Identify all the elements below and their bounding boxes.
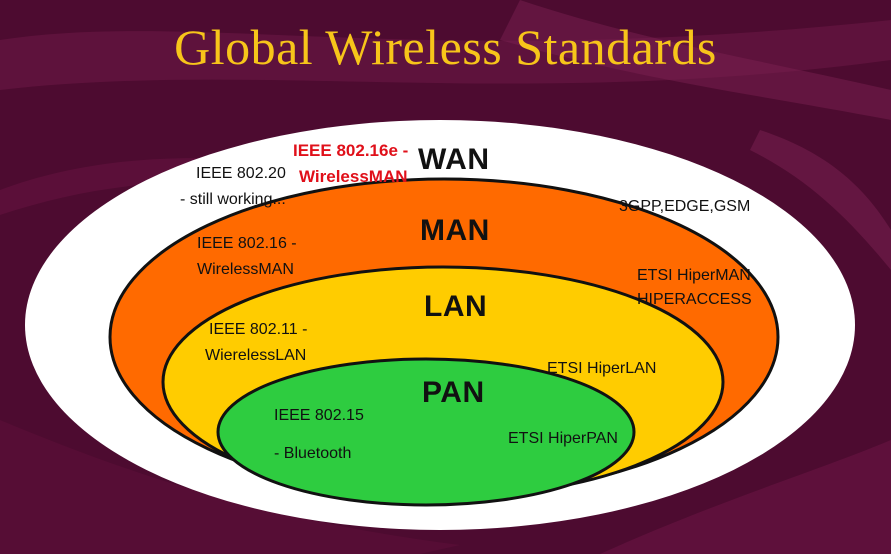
page-title: Global Wireless Standards	[174, 19, 717, 75]
ieee-80211-line1: IEEE 802.11 -	[209, 321, 308, 338]
ieee-80215-line2: - Bluetooth	[274, 445, 352, 462]
cellular-standards-label: 3GPP,EDGE,GSM	[619, 194, 750, 220]
wan-ring-name: WAN	[418, 143, 490, 176]
pan-ellipse	[216, 357, 636, 507]
ieee-80220-line2: - still working...	[180, 191, 286, 208]
etsi-lan-line1: ETSI HiperLAN	[547, 360, 657, 377]
man-ring-name: MAN	[420, 214, 490, 247]
etsi-lan-label: ETSI HiperLAN	[547, 356, 656, 382]
etsi-man-line1: ETSI HiperMAN	[637, 267, 751, 284]
ieee-80215-line1: IEEE 802.15	[274, 407, 364, 424]
etsi-man-label: ETSI HiperMAN HIPERACCESS	[637, 263, 752, 311]
ieee-80220-line1: IEEE 802.20	[196, 165, 286, 182]
ieee-80216e-line1: IEEE 802.16e -	[293, 141, 409, 160]
ieee-80216e-label: IEEE 802.16e - WirelessMAN	[293, 138, 408, 190]
ieee-80216-line2: WirelessMAN	[197, 261, 294, 278]
etsi-pan-line1: ETSI HiperPAN	[508, 430, 618, 447]
lan-ring-name: LAN	[424, 290, 488, 323]
ieee-80216-label: IEEE 802.16 - WirelessMAN	[197, 231, 297, 283]
ieee-80211-line2: WierelessLAN	[205, 347, 307, 364]
etsi-pan-label: ETSI HiperPAN	[508, 426, 618, 452]
pan-ring-name: PAN	[422, 376, 485, 409]
ieee-80215-label: IEEE 802.15 - Bluetooth	[274, 403, 364, 467]
ieee-80216e-line2: WirelessMAN	[299, 167, 408, 186]
ieee-80220-label: IEEE 802.20 - still working...	[180, 161, 286, 213]
ieee-80211-label: IEEE 802.11 - WierelessLAN	[205, 317, 307, 369]
cellular-line1: 3GPP,EDGE,GSM	[619, 198, 751, 215]
ieee-80216-line1: IEEE 802.16 -	[197, 235, 297, 252]
etsi-man-line2: HIPERACCESS	[637, 291, 752, 308]
